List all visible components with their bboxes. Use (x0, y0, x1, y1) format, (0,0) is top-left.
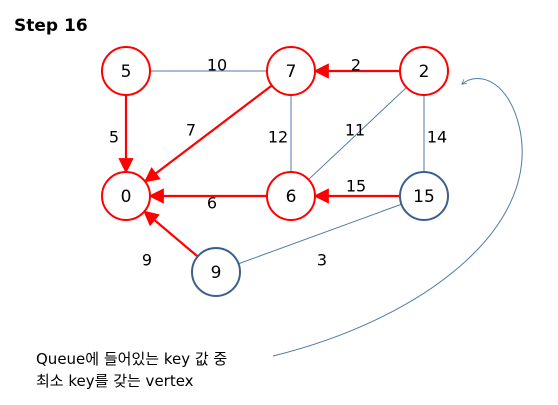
edge-weight-label: 11 (345, 121, 365, 140)
node-key-label: 7 (286, 62, 297, 82)
node-circle (101, 171, 151, 221)
edge-weight-label: 10 (207, 56, 227, 75)
node-key-label: 2 (419, 62, 430, 82)
edge-e2-6 (308, 87, 407, 180)
node-circle (191, 247, 241, 297)
edge-weight-label: 15 (346, 177, 366, 196)
pointer-arrow (272, 78, 523, 357)
edge-e9-15 (238, 203, 402, 265)
edge-weight-label: 3 (317, 251, 327, 270)
node-key-label: 5 (121, 62, 132, 82)
node-9: 9 (191, 247, 241, 297)
node-0: 0 (101, 171, 151, 221)
edge-e9-0 (143, 210, 199, 258)
edge-weight-label: 2 (351, 56, 361, 75)
edges-layer: 10 2 5 7 12 11 14 6 15 9 3 (109, 56, 447, 270)
nodes-layer: 5 7 2 0 6 15 9 (101, 46, 449, 297)
node-2: 2 (399, 46, 449, 96)
node-key-label: 6 (286, 187, 297, 207)
node-circle (101, 46, 151, 96)
node-key-label: 15 (413, 187, 435, 207)
node-key-label: 0 (121, 187, 132, 207)
node-circle (399, 46, 449, 96)
node-7: 7 (266, 46, 316, 96)
edge-e7-0 (143, 84, 273, 183)
node-key-label: 9 (211, 263, 222, 283)
edge-weight-label: 12 (268, 128, 288, 147)
edge-weight-label: 9 (142, 251, 152, 270)
edge-weight-label: 6 (207, 194, 217, 213)
node-5: 5 (101, 46, 151, 96)
node-circle (399, 171, 449, 221)
caption-line-2: 최소 key를 갖는 vertex (36, 372, 194, 390)
node-circle (266, 171, 316, 221)
node-6: 6 (266, 171, 316, 221)
edge-weight-label: 7 (186, 121, 196, 140)
step-title: Step 16 (14, 16, 88, 36)
node-circle (266, 46, 316, 96)
node-15: 15 (399, 171, 449, 221)
edge-weight-label: 5 (109, 128, 119, 147)
edge-weight-label: 14 (427, 128, 447, 147)
caption-line-1: Queue에 들어있는 key 값 중 (36, 350, 228, 368)
